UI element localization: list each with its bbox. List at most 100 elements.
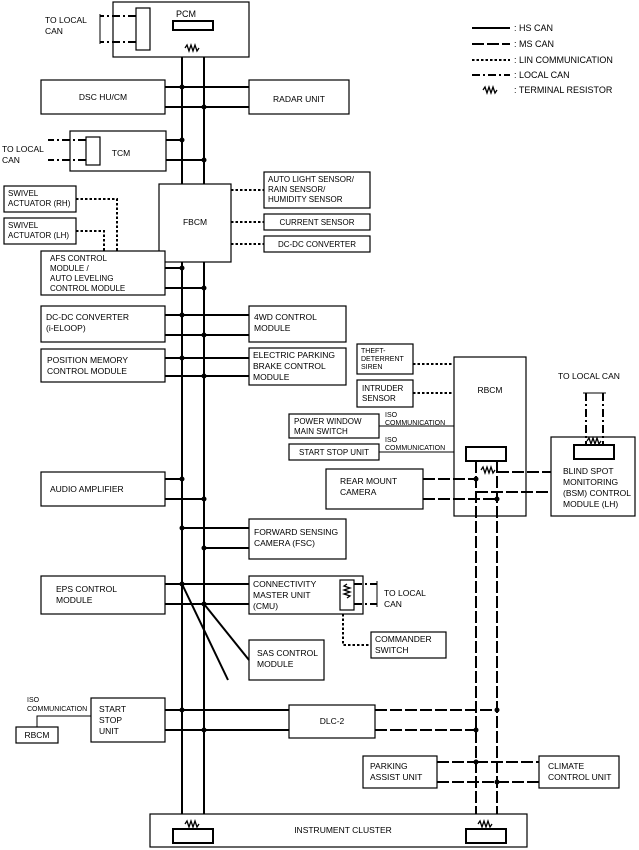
fsc-label-1: FORWARD SENSING: [254, 527, 338, 537]
parking-assist-label-2: ASSIST UNIT: [370, 772, 422, 782]
tcm-local-port: [85, 136, 101, 166]
swivel-lh-label-2: ACTUATOR (LH): [8, 231, 69, 240]
commander-label-2: SWITCH: [375, 645, 409, 655]
intruder-label-2: SENSOR: [362, 394, 396, 403]
legend-ms-label: : MS CAN: [514, 39, 554, 49]
tcm-label: TCM: [112, 148, 130, 158]
position-memory-label-2: CONTROL MODULE: [47, 366, 127, 376]
sas-label-2: MODULE: [257, 659, 294, 669]
cmu-label-1: CONNECTIVITY: [253, 579, 317, 589]
electric-parking-brake-module: ELECTRIC PARKING BRAKE CONTROL MODULE: [182, 347, 347, 386]
current-sensor: CURRENT SENSOR: [231, 213, 371, 231]
parking-assist-unit: PARKING ASSIST UNIT: [362, 755, 500, 789]
hs-can-bus: [181, 28, 205, 832]
fbcm-label: FBCM: [183, 217, 207, 227]
theft-label-3: SIREN: [361, 364, 382, 371]
bsm-terminal: [573, 444, 615, 460]
swivel-actuator-rh: SWIVEL ACTUATOR (RH): [3, 185, 118, 251]
ms-can-bus: [473, 461, 500, 830]
eps-label-1: EPS CONTROL: [56, 584, 117, 594]
auto-light-label-3: HUMIDITY SENSOR: [268, 195, 343, 204]
ic-hs-terminal: [172, 828, 214, 844]
climate-label-2: CONTROL UNIT: [548, 772, 611, 782]
iso-comm-label-3a: ISO: [27, 697, 40, 704]
rbcm: RBCM: [453, 356, 527, 517]
rbcm-small-label: RBCM: [24, 730, 49, 740]
audio-amplifier: AUDIO AMPLIFIER: [40, 471, 207, 507]
dlc2-label: DLC-2: [320, 716, 345, 726]
cmu-terminal-resistor-icon: [341, 583, 353, 599]
ic-hs-terminal-resistor-icon: [184, 818, 200, 830]
connectivity-master-unit: CONNECTIVITY MASTER UNIT (CMU) TO LOCAL …: [182, 575, 426, 646]
ic-ms-terminal: [465, 828, 507, 844]
rbcm-label: RBCM: [477, 385, 502, 395]
bsm-label-3: (BSM) CONTROL: [563, 488, 631, 498]
ic-ms-terminal-resistor-icon: [477, 818, 493, 830]
bsm-label-2: MONITORING: [563, 477, 618, 487]
4wd-label-2: MODULE: [254, 323, 291, 333]
iso-comm-label-1a: ISO: [385, 412, 398, 419]
commander-switch: COMMANDER SWITCH: [370, 631, 447, 659]
swivel-lh-label-1: SWIVEL: [8, 221, 39, 230]
dcdc-label: DC-DC CONVERTER: [278, 240, 356, 249]
cmu-to-local-can-1: TO LOCAL: [384, 588, 426, 598]
auto-light-label-2: RAIN SENSOR/: [268, 185, 326, 194]
legend-hs-label: : HS CAN: [514, 23, 553, 33]
iso-comm-label-1b: COMMUNICATION: [385, 420, 445, 427]
swivel-rh-label-1: SWIVEL: [8, 189, 39, 198]
theft-deterrent-siren: THEFT- DETERRENT SIREN: [356, 343, 454, 375]
pcm-to-local-can-1: TO LOCAL: [45, 15, 87, 25]
power-window-main-switch: POWER WINDOW MAIN SWITCH ISO COMMUNICATI…: [288, 412, 454, 439]
epb-label-1: ELECTRIC PARKING: [253, 350, 335, 360]
current-sensor-label: CURRENT SENSOR: [280, 218, 355, 227]
intruder-label-1: INTRUDER: [362, 384, 404, 393]
position-memory-control-module: POSITION MEMORY CONTROL MODULE: [40, 348, 207, 383]
parking-assist-label-1: PARKING: [370, 761, 408, 771]
tcm-to-local-can-1: TO LOCAL: [2, 144, 44, 154]
afs-label-2: MODULE /: [50, 264, 89, 273]
swivel-rh-label-2: ACTUATOR (RH): [8, 199, 71, 208]
climate-label-1: CLIMATE: [548, 761, 585, 771]
blind-spot-monitoring-module: BLIND SPOT MONITORING (BSM) CONTROL MODU…: [476, 371, 636, 517]
dlc-2: DLC-2: [182, 704, 500, 739]
epb-label-2: BRAKE CONTROL: [253, 361, 326, 371]
dc-dc-converter: DC-DC CONVERTER: [231, 235, 371, 253]
start-stop-unit-left: START STOP UNIT: [90, 697, 207, 743]
pcm-terminal-resistor-icon: [184, 42, 200, 54]
swivel-actuator-lh: SWIVEL ACTUATOR (LH): [3, 217, 105, 251]
position-memory-label-1: POSITION MEMORY: [47, 355, 128, 365]
rear-mount-camera: REAR MOUNT CAMERA: [325, 468, 497, 510]
cmu-label-2: MASTER UNIT: [253, 590, 311, 600]
instrument-cluster: INSTRUMENT CLUSTER: [149, 813, 528, 848]
instrument-cluster-label: INSTRUMENT CLUSTER: [294, 825, 392, 835]
legend-local-label: : LOCAL CAN: [514, 70, 570, 80]
legend: : HS CAN : MS CAN : LIN COMMUNICATION : …: [472, 23, 613, 96]
sas-label-1: SAS CONTROL: [257, 648, 318, 658]
pcm: PCM TO LOCAL CAN: [45, 1, 250, 58]
eps-control-module: EPS CONTROL MODULE: [40, 575, 207, 615]
power-window-label-2: MAIN SWITCH: [294, 427, 348, 436]
start-stop-left-label-3: UNIT: [99, 726, 119, 736]
start-stop-unit-right: START STOP UNIT ISO COMMUNICATION: [288, 437, 454, 461]
rear-camera-label-2: CAMERA: [340, 487, 377, 497]
start-stop-unit-label: START STOP UNIT: [299, 448, 369, 457]
bsm-terminal-resistor-icon: [586, 435, 602, 447]
afs-control-module: AFS CONTROL MODULE / AUTO LEVELING CONTR…: [40, 250, 207, 296]
radar-unit: RADAR UNIT: [182, 79, 350, 115]
ieloop-label-1: DC-DC CONVERTER: [46, 312, 129, 322]
iso-comm-label-3b: COMMUNICATION: [27, 706, 87, 713]
pcm-label: PCM: [176, 9, 196, 19]
audio-label: AUDIO AMPLIFIER: [50, 484, 124, 494]
fsc-label-2: CAMERA (FSC): [254, 538, 315, 548]
bsm-label-1: BLIND SPOT: [563, 466, 614, 476]
4wd-control-module: 4WD CONTROL MODULE: [182, 305, 347, 343]
bsm-label-4: MODULE (LH): [563, 499, 618, 509]
pcm-to-local-can-2: CAN: [45, 26, 63, 36]
climate-control-unit: CLIMATE CONTROL UNIT: [476, 755, 620, 789]
legend-lin-label: : LIN COMMUNICATION: [514, 55, 613, 65]
afs-label-1: AFS CONTROL: [50, 254, 107, 263]
ieloop-label-2: (i-ELOOP): [46, 323, 86, 333]
rbcm-terminal: [465, 446, 507, 462]
rear-camera-label-1: REAR MOUNT: [340, 476, 397, 486]
